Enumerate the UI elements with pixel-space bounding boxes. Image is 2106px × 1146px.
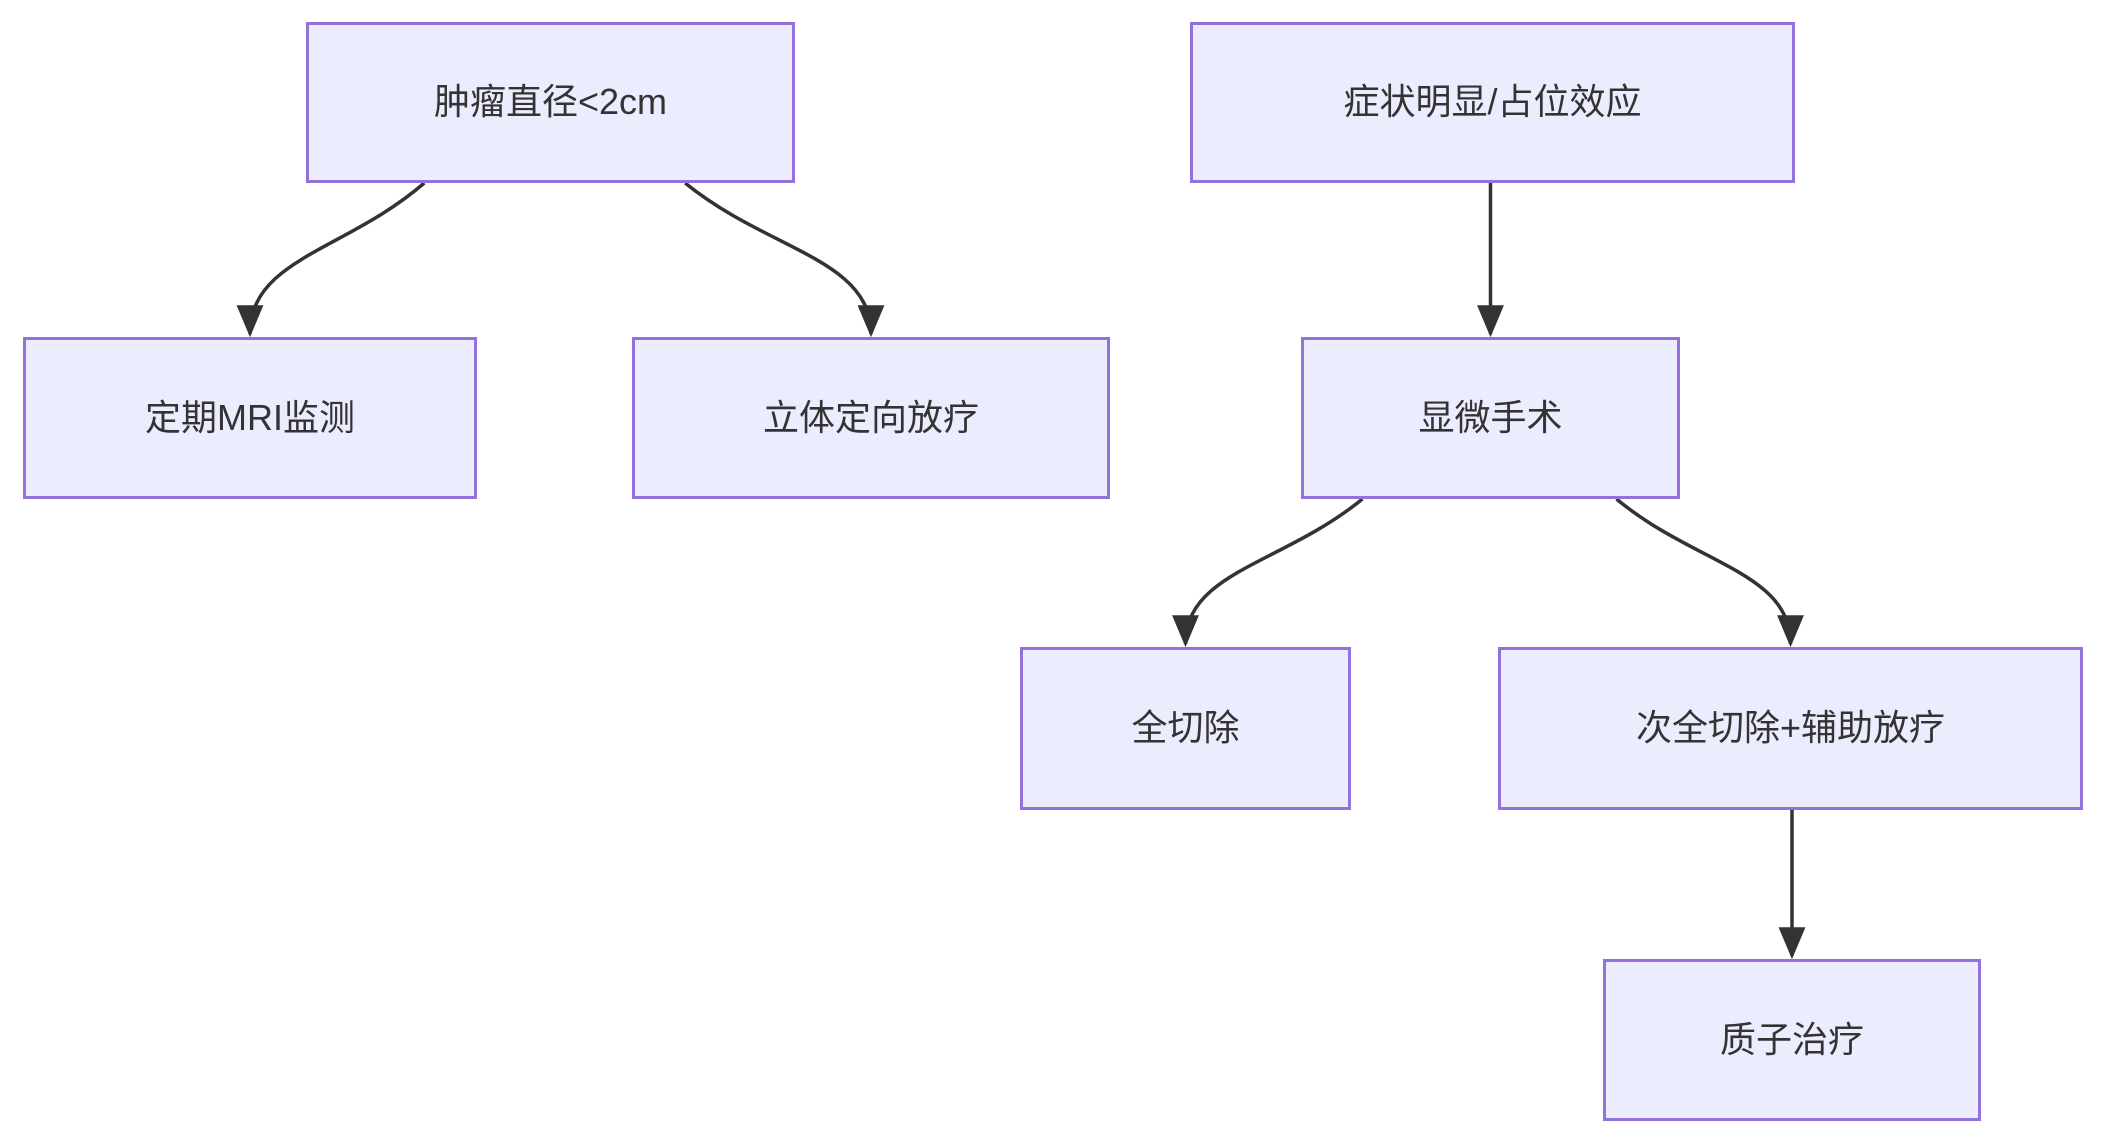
node-subtotal-resection-adjuvant-radiotherapy: 次全切除+辅助放疗 bbox=[1498, 647, 2083, 810]
edge-E-G bbox=[1615, 497, 1804, 648]
node-periodic-mri-monitoring: 定期MRI监测 bbox=[23, 337, 477, 499]
node-tumor-diameter-under-2cm: 肿瘤直径<2cm bbox=[306, 22, 795, 183]
edge-A-B bbox=[236, 181, 426, 338]
node-total-resection: 全切除 bbox=[1020, 647, 1351, 810]
node-stereotactic-radiotherapy: 立体定向放疗 bbox=[632, 337, 1110, 499]
edge-E-F bbox=[1172, 497, 1364, 648]
node-microsurgery: 显微手术 bbox=[1301, 337, 1680, 499]
edge-A-C bbox=[684, 181, 885, 338]
node-obvious-symptoms-mass-effect: 症状明显/占位效应 bbox=[1190, 22, 1795, 183]
node-proton-therapy: 质子治疗 bbox=[1603, 959, 1981, 1121]
